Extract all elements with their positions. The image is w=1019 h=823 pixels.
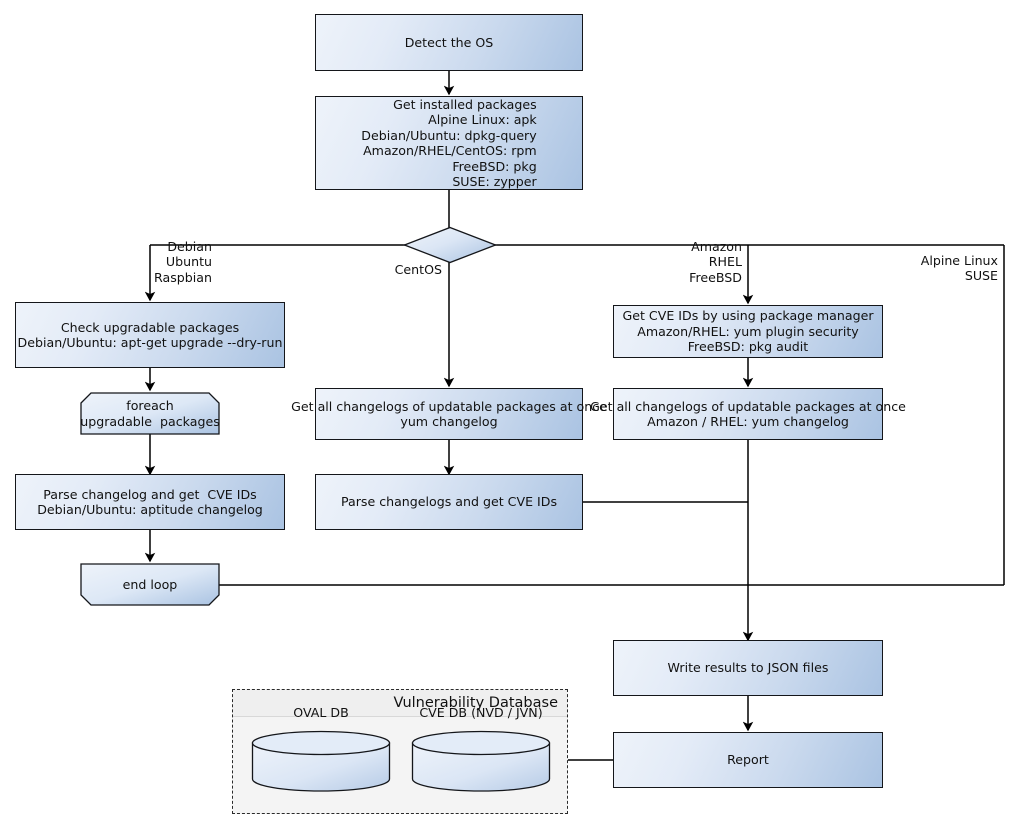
- node-report[interactable]: Report: [613, 732, 883, 788]
- node-get-installed-packages[interactable]: Get installed packages Alpine Linux: apk…: [315, 96, 583, 190]
- node-write-results-label: Write results to JSON files: [667, 660, 829, 676]
- node-parse-changelogs-centos[interactable]: Parse changelogs and get CVE IDs: [315, 474, 583, 530]
- node-check-upgradable-packages-label: Check upgradable packages Debian/Ubuntu:…: [17, 319, 283, 351]
- node-parse-changelog-debian-label: Parse changelog and get CVE IDs Debian/U…: [37, 486, 263, 518]
- node-get-cve-ids-package-manager-label: Get CVE IDs by using package manager Ama…: [622, 308, 874, 355]
- node-detect-os[interactable]: Detect the OS: [315, 14, 583, 71]
- decision-diamond: [403, 226, 497, 264]
- node-changelogs-amazon[interactable]: Get all changelogs of updatable packages…: [590, 388, 906, 440]
- node-write-results[interactable]: Write results to JSON files: [613, 640, 883, 696]
- branch-label-centos: CentOS: [394, 262, 442, 277]
- node-parse-changelog-debian[interactable]: Parse changelog and get CVE IDs Debian/U…: [15, 474, 285, 530]
- node-get-cve-ids-package-manager[interactable]: Get CVE IDs by using package manager Ama…: [613, 305, 883, 358]
- branch-label-debian: Debian Ubuntu Raspbian: [154, 239, 212, 285]
- vulnerability-database-group: Vulnerability Database OVAL DB: [232, 689, 568, 814]
- node-changelogs-amazon-label: Get all changelogs of updatable packages…: [590, 398, 906, 430]
- branch-label-alpine: Alpine Linux SUSE: [920, 253, 998, 284]
- node-foreach-loop[interactable]: foreach upgradable packages: [80, 392, 220, 435]
- vulnerability-database-title-bar: Vulnerability Database: [233, 690, 567, 717]
- node-changelogs-centos-label: Get all changelogs of updatable packages…: [291, 398, 607, 430]
- branch-label-amazon: Amazon RHEL FreeBSD: [689, 239, 742, 285]
- node-parse-changelogs-centos-label: Parse changelogs and get CVE IDs: [340, 494, 558, 510]
- node-end-loop[interactable]: end loop: [80, 563, 220, 606]
- node-changelogs-centos[interactable]: Get all changelogs of updatable packages…: [291, 388, 607, 440]
- node-detect-os-label: Detect the OS: [404, 34, 494, 50]
- node-report-label: Report: [727, 752, 769, 768]
- node-get-installed-packages-label: Get installed packages Alpine Linux: apk…: [361, 96, 537, 190]
- node-foreach-loop-label: foreach upgradable packages: [80, 398, 220, 429]
- node-end-loop-label: end loop: [122, 576, 178, 592]
- vulnerability-database-title: Vulnerability Database: [393, 695, 558, 711]
- database-oval-db[interactable]: [251, 730, 391, 792]
- node-check-upgradable-packages[interactable]: Check upgradable packages Debian/Ubuntu:…: [15, 302, 285, 368]
- database-cve-db[interactable]: [411, 730, 551, 792]
